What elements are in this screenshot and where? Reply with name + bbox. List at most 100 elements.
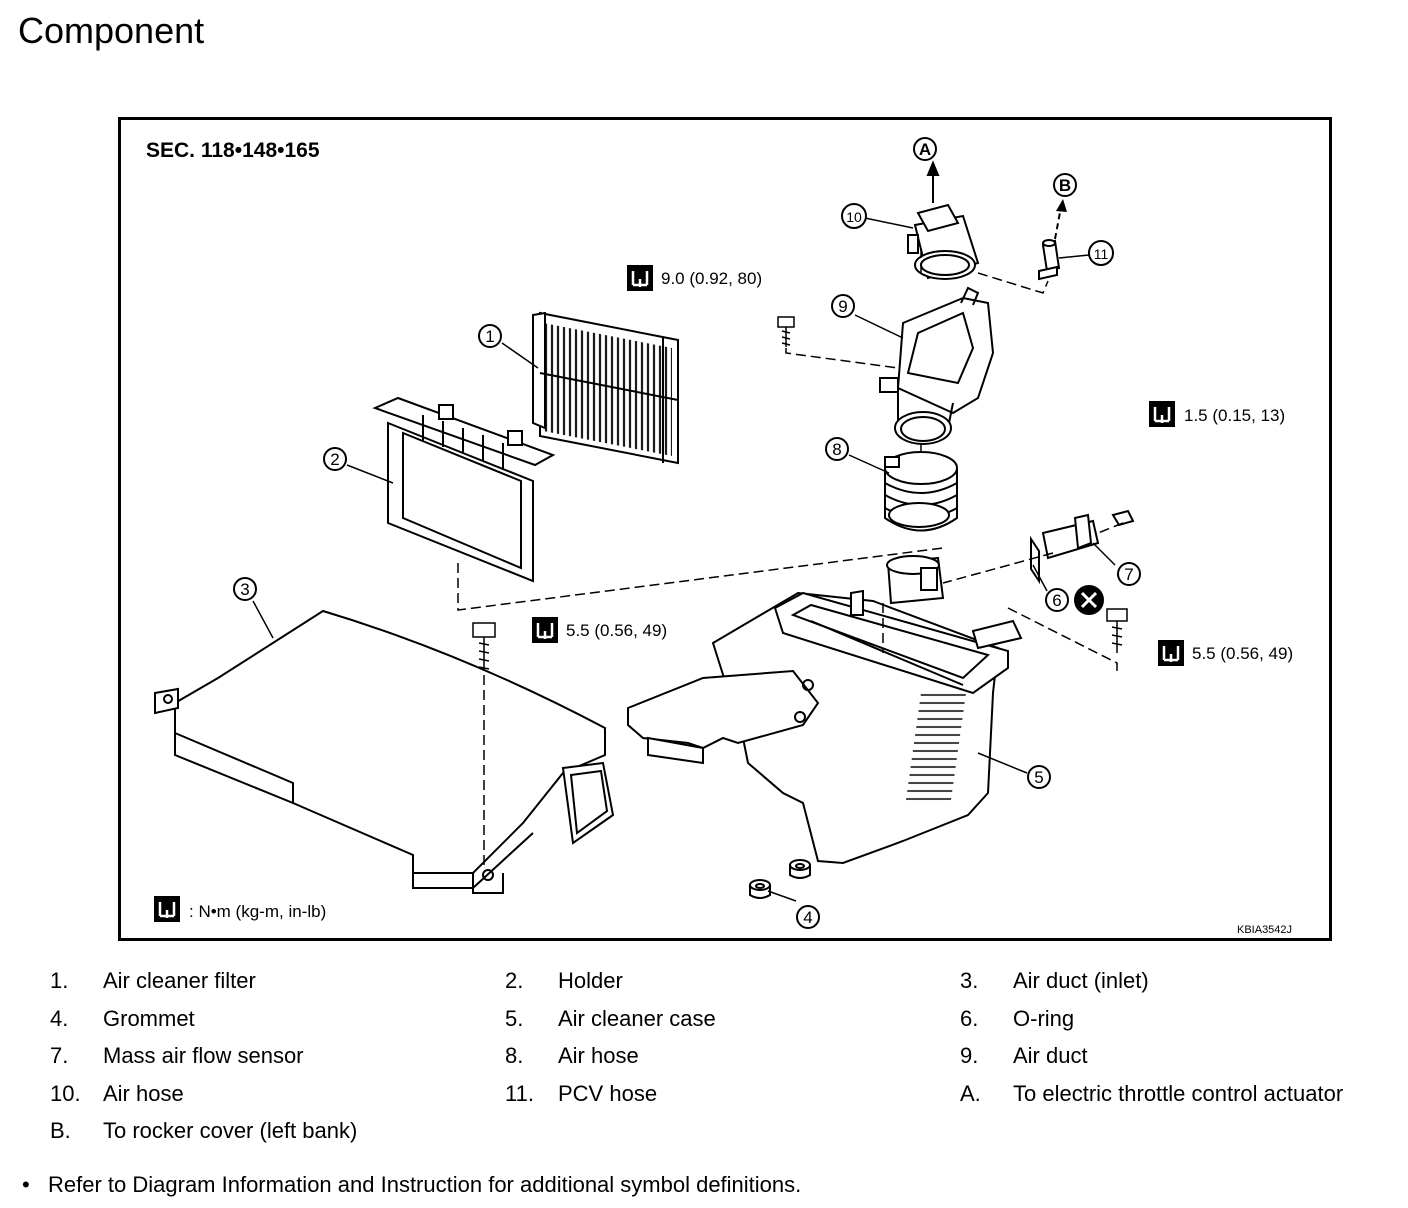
svg-text:4: 4	[803, 908, 812, 927]
legend-label: Air duct (inlet)	[1013, 968, 1149, 993]
callout-7: 7	[1117, 562, 1141, 586]
legend-number: 1.	[50, 968, 69, 993]
air-cleaner-case-part	[627, 589, 1023, 865]
svg-text:B: B	[1059, 176, 1071, 195]
bolt-9-0	[777, 316, 795, 347]
bolt-5-5-right	[1106, 608, 1128, 653]
do-not-reuse-icon	[1074, 585, 1104, 615]
svg-text:6: 6	[1052, 591, 1061, 610]
torque-5-5-right: 5.5 (0.56, 49)	[1158, 640, 1293, 666]
air-hose-part	[884, 451, 958, 605]
legend-number: 2.	[505, 968, 524, 993]
mass-air-flow-sensor-part	[1041, 509, 1135, 560]
arrow-to-b-head	[1056, 199, 1067, 212]
legend-row: 1. Air cleaner filter 2. Holder 3. Air duct (…	[50, 968, 1390, 1006]
svg-text:A: A	[919, 140, 931, 159]
legend-number: 11.	[505, 1080, 534, 1106]
callout-1: 1	[478, 324, 502, 348]
svg-text:2: 2	[330, 450, 339, 469]
legend-number: 6.	[960, 1005, 979, 1031]
note-text: Refer to Diagram Information and Instruc…	[48, 1172, 802, 1197]
legend-number: B.	[50, 1118, 71, 1143]
arrow-to-b	[1054, 206, 1062, 240]
svg-text:10: 10	[846, 209, 862, 225]
legend-number: 5.	[505, 1005, 524, 1031]
legend-number: A.	[960, 1080, 981, 1106]
legend-label: Mass air flow sensor	[103, 1043, 304, 1068]
leader-lines	[252, 217, 1116, 902]
torque-1-5: 1.5 (0.15, 13)	[1149, 401, 1285, 427]
callout-9: 9	[831, 294, 855, 318]
torque-wrench-icon	[532, 617, 558, 643]
torque-wrench-icon	[627, 265, 653, 291]
legend-row: 7. Mass air flow sensor 8. Air hose 9. Air du…	[50, 1043, 1390, 1081]
legend-row: 10. Air hose 11. PCV hose A. To electric thro…	[50, 1081, 1390, 1119]
callout-11: 11	[1088, 240, 1114, 266]
svg-text:9.0 (0.92, 80): 9.0 (0.92, 80)	[661, 269, 762, 288]
legend-label: To electric throttle control actuator	[1013, 1080, 1344, 1106]
legend-number: 4.	[50, 1005, 69, 1031]
legend-label: O-ring	[1013, 1005, 1075, 1031]
svg-text:3: 3	[240, 580, 249, 599]
arrow-to-a	[926, 160, 940, 203]
legend-label: PCV hose	[558, 1080, 658, 1106]
air-duct-inlet-part	[154, 609, 615, 894]
page-title: Component	[18, 10, 205, 51]
legend-label: Grommet	[103, 1005, 195, 1031]
torque-wrench-icon	[154, 896, 180, 922]
callout-a: A	[913, 137, 937, 161]
legend-label: Air duct	[1013, 1043, 1088, 1068]
legend-number: 9.	[960, 1043, 979, 1068]
torque-wrench-icon	[1158, 640, 1184, 666]
parts-legend: 1. Air cleaner filter 2. Holder 3. Air duct (…	[50, 968, 1390, 1156]
legend-row: 4. Grommet 5. Air cleaner case 6. O-ring	[50, 1006, 1390, 1044]
callouts: 1 2 3 4 5 6 7 8 9 10 11 A B	[233, 137, 1141, 929]
legend-label: Air hose	[558, 1043, 639, 1068]
torque-wrench-icon	[1149, 401, 1175, 427]
svg-text:9: 9	[838, 297, 847, 316]
legend-label: Air hose	[103, 1080, 184, 1106]
torque-9-0: 9.0 (0.92, 80)	[627, 265, 762, 291]
callout-10: 10	[841, 203, 867, 229]
callout-5: 5	[1027, 765, 1051, 789]
callout-3: 3	[233, 577, 257, 601]
svg-text:8: 8	[832, 440, 841, 459]
legend-number: 10.	[50, 1080, 81, 1106]
svg-text:1: 1	[485, 327, 494, 346]
legend-row: B. To rocker cover (left bank)	[50, 1118, 1390, 1156]
air-hose-upper-part	[907, 203, 980, 280]
legend-label: Air cleaner filter	[103, 968, 256, 993]
torque-5-5-left: 5.5 (0.56, 49)	[532, 617, 667, 643]
legend-label: Air cleaner case	[558, 1005, 716, 1031]
assembly-lines	[457, 243, 1124, 868]
svg-text:11: 11	[1094, 246, 1109, 262]
bolt-5-5-left	[472, 622, 496, 671]
torque-unit-legend: : N•m (kg-m, in-lb)	[154, 896, 326, 922]
legend-label: Holder	[558, 968, 623, 993]
footnote: • Refer to Diagram Information and Instru…	[22, 1172, 801, 1198]
legend-label: To rocker cover (left bank)	[103, 1118, 358, 1143]
svg-text:5.5 (0.56, 49): 5.5 (0.56, 49)	[1192, 644, 1293, 663]
svg-text:: N•m (kg-m, in-lb): : N•m (kg-m, in-lb)	[189, 902, 326, 921]
callout-b: B	[1053, 173, 1077, 197]
section-label: SEC. 118•148•165	[146, 139, 320, 162]
exploded-view-diagram: SEC. 118•148•165 KBIA3542J	[118, 117, 1332, 941]
callout-6: 6	[1045, 588, 1069, 612]
legend-number: 3.	[960, 968, 979, 993]
callout-8: 8	[825, 437, 849, 461]
grommet-part	[749, 859, 811, 899]
svg-text:5: 5	[1034, 768, 1043, 787]
callout-2: 2	[323, 447, 347, 471]
svg-text:5.5 (0.56, 49): 5.5 (0.56, 49)	[566, 621, 667, 640]
callout-4: 4	[796, 905, 820, 929]
holder-part	[372, 396, 556, 583]
svg-text:7: 7	[1124, 565, 1133, 584]
legend-number: 7.	[50, 1043, 69, 1068]
air-duct-part	[879, 286, 995, 445]
legend-number: 8.	[505, 1043, 524, 1068]
figure-code: KBIA3542J	[1237, 924, 1292, 936]
air-cleaner-filter-part	[532, 311, 679, 465]
svg-text:1.5 (0.15, 13): 1.5 (0.15, 13)	[1184, 406, 1285, 425]
bullet: •	[22, 1172, 30, 1197]
pcv-hose-part	[1038, 239, 1061, 281]
